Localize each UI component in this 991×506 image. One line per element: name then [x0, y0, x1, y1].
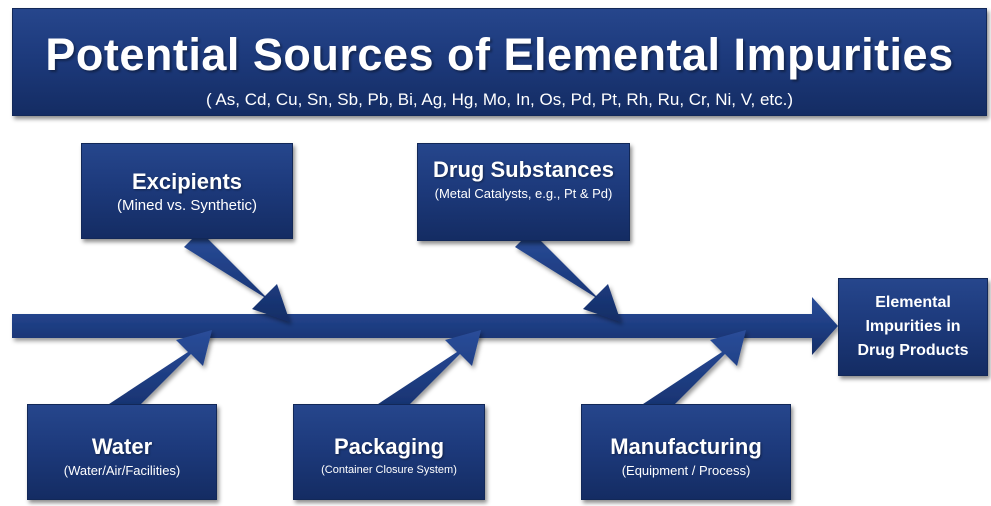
water-box: Water (Water/Air/Facilities): [27, 404, 217, 500]
packaging-title: Packaging: [333, 434, 445, 459]
water-branch-arrow: [103, 330, 212, 425]
manufacturing-branch-arrow: [637, 330, 746, 425]
manufacturing-detail: (Equipment / Process): [621, 463, 751, 478]
excipients-branch-arrow: [184, 231, 290, 322]
diagram-title: Potential Sources of Elemental Impuritie…: [45, 29, 954, 80]
main-spine-arrow: [12, 297, 838, 355]
outcome-line-1: Elemental: [875, 294, 951, 311]
element-list-subtitle: ( As, Cd, Cu, Sn, Sb, Pb, Bi, Ag, Hg, Mo…: [205, 90, 794, 109]
packaging-branch-arrow: [372, 330, 481, 425]
water-title: Water: [91, 434, 153, 459]
drug-substances-box: Drug Substances (Metal Catalysts, e.g., …: [417, 143, 630, 241]
outcome-line-3: Drug Products: [857, 342, 969, 359]
outcome-box: Elemental Impurities in Drug Products: [838, 278, 988, 376]
drug-substances-detail: (Metal Catalysts, e.g., Pt & Pd): [434, 186, 613, 201]
drug-substances-branch-arrow: [515, 231, 621, 322]
water-detail: (Water/Air/Facilities): [63, 463, 181, 478]
drug-substances-title: Drug Substances: [433, 157, 614, 182]
title-banner: Potential Sources of Elemental Impuritie…: [12, 8, 987, 116]
excipients-box: Excipients (Mined vs. Synthetic): [81, 143, 293, 239]
packaging-detail: (Container Closure System): [321, 464, 457, 476]
manufacturing-title: Manufacturing: [610, 434, 762, 459]
manufacturing-box: Manufacturing (Equipment / Process): [581, 404, 791, 500]
packaging-box: Packaging (Container Closure System): [293, 404, 485, 500]
outcome-line-2: Impurities in: [865, 318, 961, 335]
excipients-detail: (Mined vs. Synthetic): [116, 197, 258, 214]
excipients-title: Excipients: [131, 169, 243, 194]
